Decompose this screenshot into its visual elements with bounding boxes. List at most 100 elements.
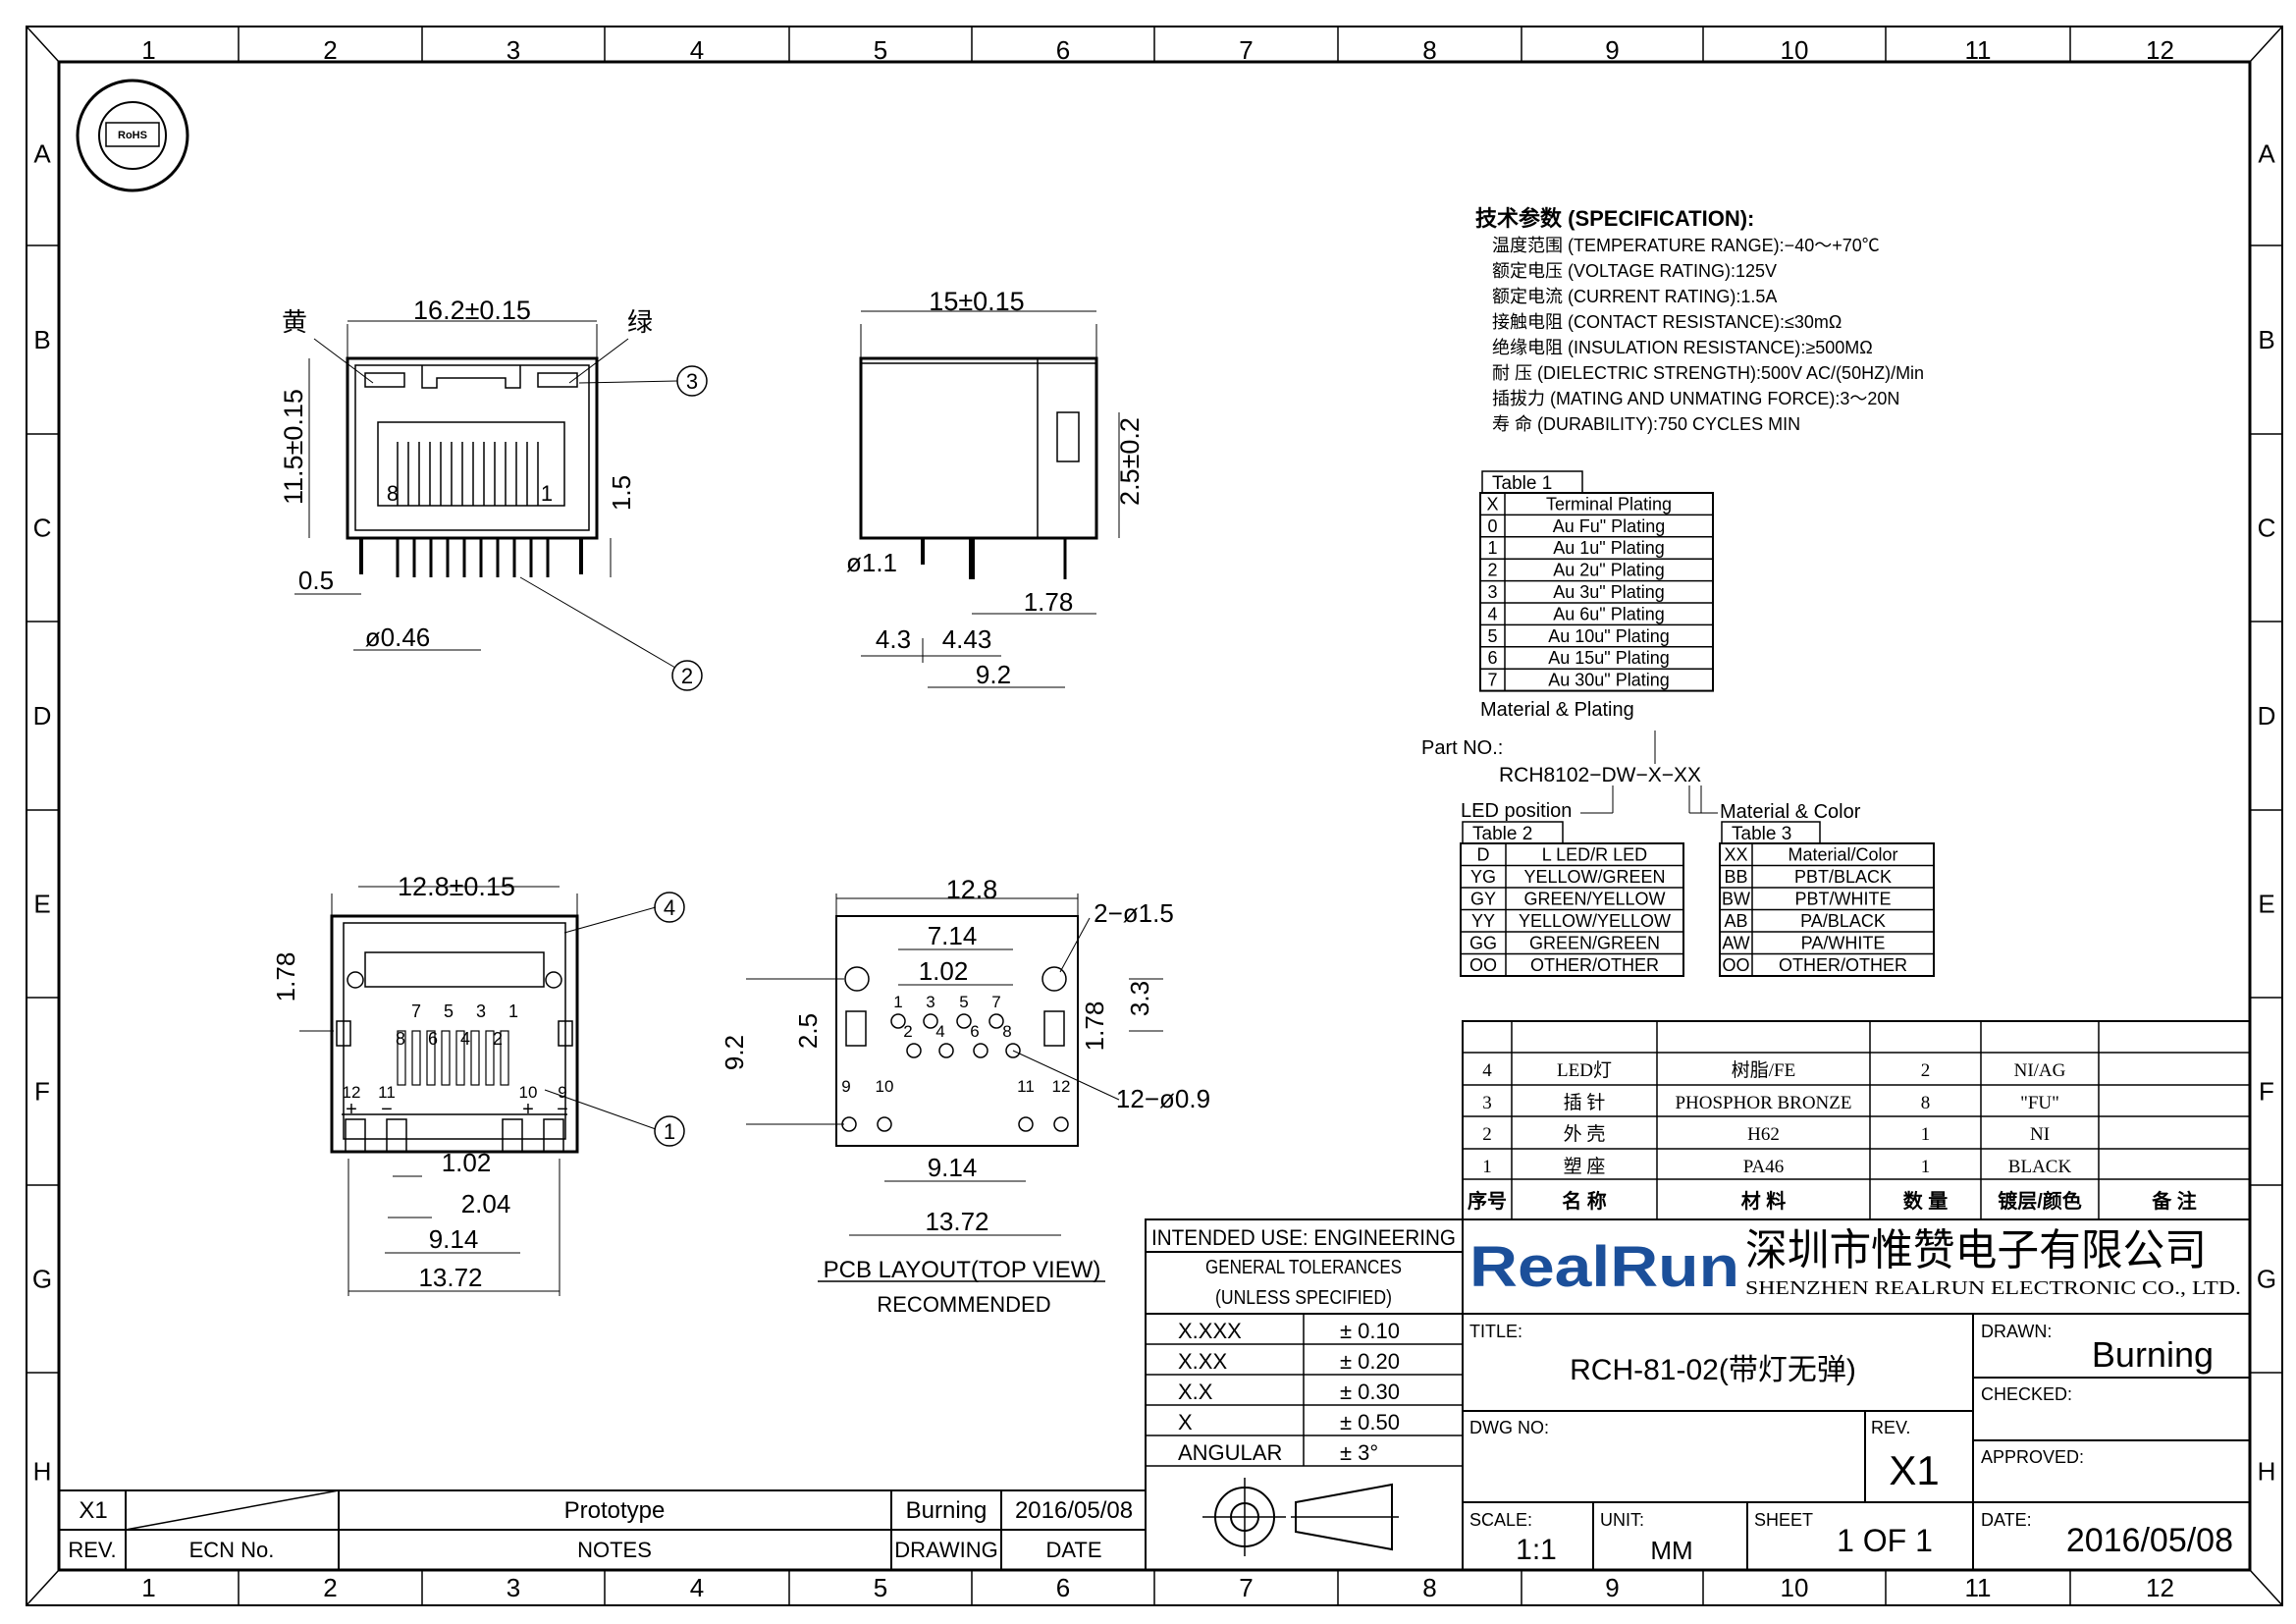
slot — [1043, 1010, 1065, 1047]
table1-cell-code: 7 — [1487, 671, 1497, 690]
pin-label: 5 — [444, 1001, 454, 1021]
dim-2-04: 2.04 — [461, 1189, 511, 1218]
signal-hole — [890, 1013, 906, 1029]
bom-header-cell: 数 量 — [1903, 1189, 1949, 1213]
callout-4: 4 — [664, 895, 675, 920]
bom-cell: 2 — [1921, 1060, 1931, 1081]
tolerance-type: ANGULAR — [1178, 1440, 1282, 1465]
minus-sign: − — [381, 1099, 393, 1120]
general-tolerances: GENERAL TOLERANCES — [1205, 1257, 1402, 1278]
contact-slot — [441, 1030, 451, 1086]
contact-slot — [455, 1030, 465, 1086]
table2-cell-code: D — [1477, 845, 1490, 865]
dim-4-3: 4.3 — [876, 624, 911, 654]
line — [2249, 26, 2283, 63]
dim-width: 15±0.15 — [929, 287, 1024, 316]
material-plating-label: Material & Plating — [1480, 699, 1634, 721]
row-label-right: F — [2259, 1077, 2274, 1107]
column-label-bottom: 9 — [1605, 1573, 1619, 1602]
callout-3-circle — [676, 365, 708, 397]
callout-2-circle — [671, 660, 703, 691]
table2-cell-value: OTHER/OTHER — [1530, 955, 1659, 975]
bom-cell: "FU" — [2020, 1093, 2059, 1113]
dim-1-78: 1.78 — [1024, 587, 1074, 617]
pin-label: 6 — [970, 1022, 979, 1041]
bom-frame — [1462, 1020, 2251, 1220]
bom-cell: 外 壳 — [1564, 1123, 1606, 1145]
pin-1-label: 1 — [541, 481, 553, 506]
dim-1-78: 1.78 — [271, 952, 300, 1002]
dim-3-3: 3.3 — [1125, 981, 1154, 1016]
date-entry: 2016/05/08 — [1015, 1497, 1133, 1524]
table1-cell-code: 2 — [1487, 561, 1497, 580]
line — [1059, 917, 1091, 973]
bom-cell: 1 — [1921, 1157, 1931, 1177]
table3-cell-value: PA/BLACK — [1800, 911, 1886, 931]
bom-cell: 2 — [1482, 1124, 1492, 1145]
contact-slot — [397, 1030, 406, 1086]
table2-cell-value: GREEN/GREEN — [1529, 934, 1660, 953]
column-label-top: 12 — [2146, 35, 2174, 65]
dim-pin-diameter: ø0.46 — [365, 623, 431, 652]
line — [313, 338, 374, 384]
table2-cell-code: OO — [1469, 955, 1497, 975]
dim-height: 11.5±0.15 — [279, 389, 308, 505]
tolerance-value: ± 0.10 — [1340, 1319, 1400, 1343]
rev-header: REV. — [68, 1538, 116, 1562]
line — [1012, 1050, 1120, 1101]
led-left-label: 黄 — [282, 307, 307, 337]
line — [544, 1089, 657, 1130]
table2-cell-code: GY — [1470, 890, 1496, 909]
circle — [347, 971, 364, 989]
pin-label: 5 — [959, 993, 968, 1011]
scale-value: 1:1 — [1516, 1534, 1557, 1566]
table1-cell-code: 5 — [1487, 626, 1497, 646]
column-label-top: 11 — [1965, 35, 1992, 65]
rohs-logo-text: RoHS — [118, 130, 147, 141]
drawing-title: RCH-81-02(带灯无弹) — [1570, 1354, 1856, 1386]
tolerance-type: X — [1178, 1410, 1193, 1435]
table1-cell-code: 3 — [1487, 582, 1497, 602]
column-label-top: 1 — [141, 35, 155, 65]
column-label-bottom: 12 — [2146, 1573, 2174, 1602]
dim-12-8: 12.8 — [946, 875, 998, 904]
dim-pin-height: 1.5 — [607, 475, 636, 511]
column-label-bottom: 8 — [1422, 1573, 1436, 1602]
line — [26, 1569, 60, 1606]
dim-1-02: 1.02 — [919, 956, 969, 986]
circle — [545, 971, 562, 989]
rect — [345, 1118, 366, 1153]
column-label-top: 2 — [323, 35, 337, 65]
table3-cell-value: PBT/WHITE — [1795, 890, 1892, 909]
date-value: 2016/05/08 — [2066, 1522, 2233, 1559]
table2-cell-value: GREEN/YELLOW — [1523, 890, 1665, 909]
row-label-right: D — [2258, 701, 2276, 731]
bom-cell: LED灯 — [1557, 1059, 1612, 1081]
pin-label: 8 — [396, 1029, 405, 1049]
led-pin-label: 11 — [378, 1083, 396, 1102]
signal-hole — [988, 1013, 1004, 1029]
signal-hole — [938, 1043, 954, 1058]
bottom-view-slot — [364, 951, 545, 988]
dim-1-02: 1.02 — [442, 1148, 492, 1177]
ecn-diagonal — [125, 1489, 340, 1531]
bom-header-cell: 备 注 — [2151, 1189, 2197, 1213]
notes-entry: Prototype — [564, 1497, 666, 1524]
line — [563, 906, 657, 934]
row-label-left: B — [33, 325, 50, 354]
rohs-logo-outer — [76, 79, 189, 192]
dim-9-2: 9.2 — [720, 1035, 749, 1070]
contact-slot — [411, 1030, 421, 1086]
minus-sign: − — [557, 1099, 568, 1120]
notes-header: NOTES — [577, 1538, 652, 1562]
bottom-view-body — [330, 914, 579, 1154]
bom-header-cell: 材 料 — [1741, 1190, 1787, 1213]
dim-9-2: 9.2 — [976, 660, 1011, 689]
dim-1-78: 1.78 — [1080, 1001, 1109, 1052]
dim-13-72: 13.72 — [418, 1263, 482, 1292]
table2-cell-value: YELLOW/GREEN — [1523, 867, 1665, 887]
dwg-no-label: DWG NO: — [1469, 1418, 1549, 1437]
bom-cell: 4 — [1482, 1060, 1492, 1081]
callout-4-circle — [654, 892, 685, 923]
company-name-cn: 深圳市惟赞电子有限公司 — [1745, 1226, 2207, 1274]
